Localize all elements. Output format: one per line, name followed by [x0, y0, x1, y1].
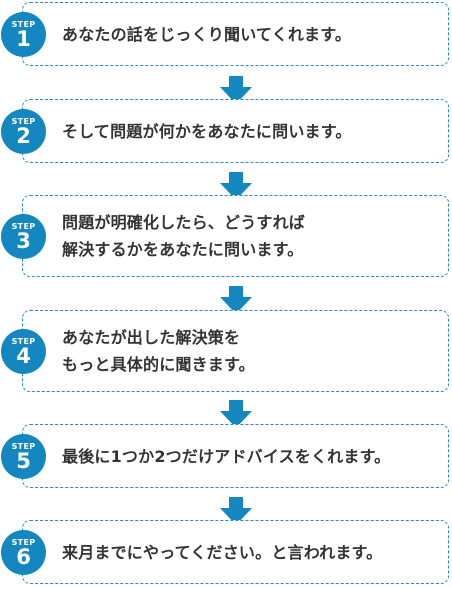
- step-4-box: [22, 310, 449, 392]
- step-1-badge-word: STEP: [11, 20, 36, 29]
- step-4-badge-number: 4: [16, 344, 31, 368]
- step-3-box: [22, 195, 449, 277]
- step-6-badge: STEP 6: [1, 530, 46, 575]
- down-arrow-icon: [220, 172, 252, 200]
- step-3-badge-number: 3: [16, 229, 31, 253]
- step-3-badge-word: STEP: [11, 222, 36, 231]
- down-arrow-icon: [220, 286, 252, 314]
- step-4-badge-word: STEP: [11, 337, 36, 346]
- step-1-text: あなたの話をじっくり聞いてくれます。: [62, 24, 352, 44]
- step-2-badge-number: 2: [16, 124, 31, 148]
- step-6-badge-number: 6: [16, 545, 31, 569]
- step-4-text: あなたが出した解決策を もっと具体的に聞きます。: [62, 328, 255, 374]
- step-5-badge: STEP 5: [1, 434, 46, 479]
- step-4-badge: STEP 4: [1, 329, 46, 374]
- step-3-text: 問題が明確化したら、どうすれば 解決するかをあなたに問います。: [62, 213, 306, 259]
- step-3-badge: STEP 3: [1, 214, 46, 259]
- step-2-text: そして問題が何かをあなたに問います。: [62, 121, 352, 141]
- step-5-box: [22, 424, 449, 488]
- step-2-badge: STEP 2: [1, 109, 46, 154]
- step-6-badge-word: STEP: [11, 538, 36, 547]
- step-5-text: 最後に1つか2つだけアドバイスをくれます。: [62, 446, 391, 466]
- step-5-badge-word: STEP: [11, 442, 36, 451]
- step-6-text: 来月までにやってください。と言われます。: [62, 542, 383, 562]
- down-arrow-icon: [220, 400, 252, 428]
- down-arrow-icon: [220, 76, 252, 104]
- step-2-badge-word: STEP: [11, 117, 36, 126]
- step-6-box: [22, 520, 449, 584]
- down-arrow-icon: [220, 497, 252, 525]
- step-5-badge-number: 5: [16, 449, 31, 473]
- step-2-box: [22, 99, 449, 163]
- step-1-badge-number: 1: [16, 27, 31, 51]
- step-1-box: [22, 2, 449, 66]
- step-1-badge: STEP 1: [1, 12, 46, 57]
